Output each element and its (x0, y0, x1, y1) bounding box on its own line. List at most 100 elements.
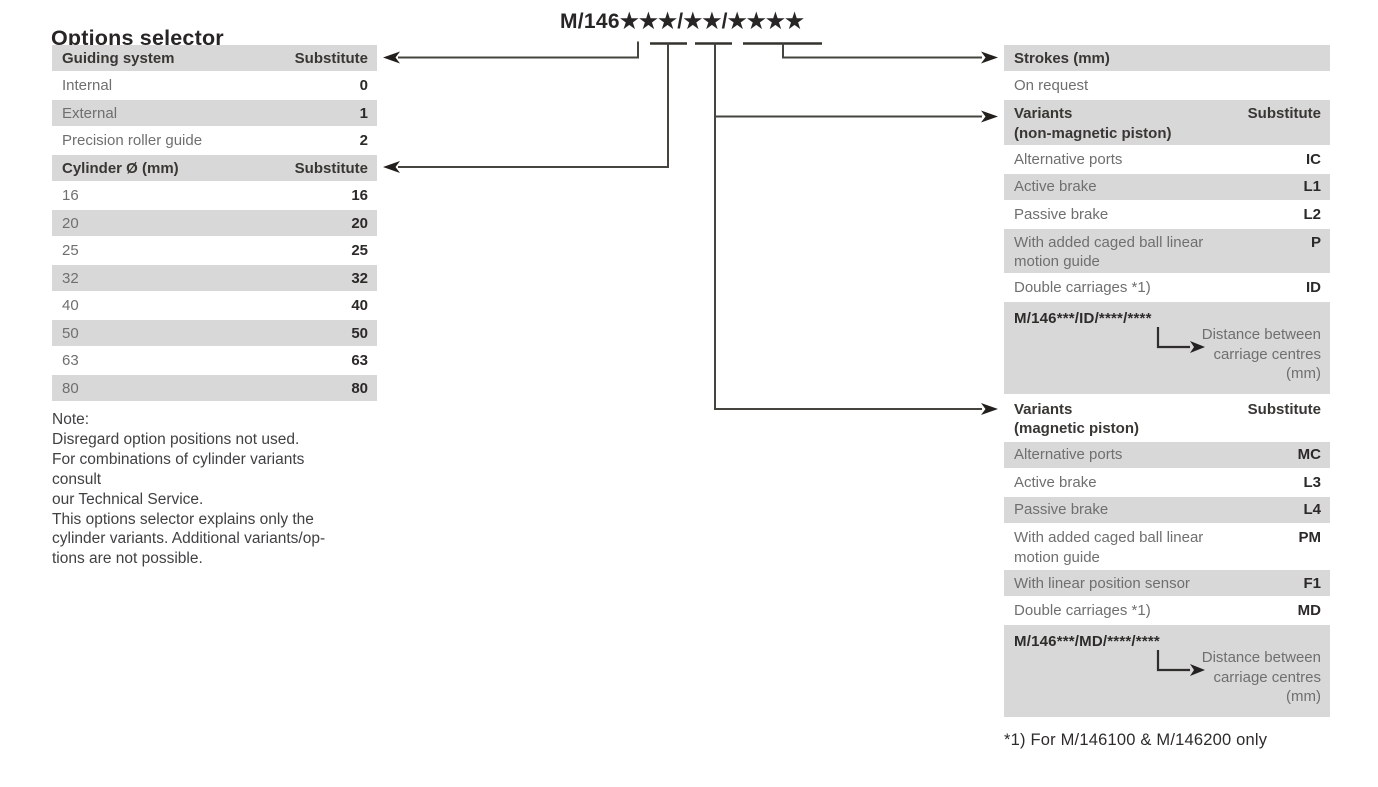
table-row: 32 32 (52, 265, 377, 291)
table-row: Internal 0 (52, 72, 377, 99)
table-row: 50 50 (52, 320, 377, 346)
table-row: On request (1004, 72, 1330, 99)
table-row: Active brake L1 (1004, 173, 1330, 200)
line-to-strokes (782, 43, 982, 59)
footnote: *1) For M/146100 & M/146200 only (1004, 731, 1268, 749)
double-carriage-code-block-id: M/146***/ID/****/**** Distance between ca… (1004, 302, 1330, 394)
row-label: On request (1014, 77, 1089, 94)
table-row: Precision roller guide 2 (52, 127, 377, 154)
row-label: Passive brake (1014, 205, 1109, 223)
table-row: With added caged ball linear motion guid… (1004, 228, 1330, 273)
row-value: P (1310, 233, 1321, 251)
note-text: Note: Disregard option positions not use… (52, 411, 326, 568)
row-value: L1 (1303, 178, 1321, 195)
row-label: 50 (62, 324, 79, 342)
row-label: Double carriages *1) (1014, 602, 1151, 619)
table-row: 25 25 (52, 237, 377, 264)
table-section-header: Cylinder Ø (mm) Substitute (52, 155, 377, 181)
row-value: 32 (351, 269, 368, 287)
arrow-left-icon (383, 161, 400, 173)
section-header-label: Variants (magnetic piston) (1014, 400, 1140, 438)
row-label: Alternative ports (1014, 150, 1123, 168)
row-label: 63 (62, 352, 79, 369)
row-value: 63 (351, 352, 368, 369)
row-value: ID (1306, 279, 1321, 296)
table-row: Double carriages *1) ID (1004, 274, 1330, 301)
row-value: 20 (351, 214, 368, 232)
row-value: 25 (351, 242, 368, 259)
corner-arrow-icon (1156, 650, 1205, 676)
row-label: 16 (62, 187, 79, 204)
arrow-right-icon (981, 110, 998, 123)
row-label: Passive brake (1014, 501, 1109, 518)
table-section-header: Variants (magnetic piston) Substitute (1004, 395, 1330, 440)
table-row: Alternative ports IC (1004, 146, 1330, 172)
table-row: External 1 (52, 100, 377, 126)
part-number-code: M/146★★★/★★/★★★★ (560, 10, 805, 33)
table-section-header: Strokes (mm) (1004, 45, 1330, 71)
row-value: 1 (359, 104, 368, 122)
row-label: Precision roller guide (62, 132, 203, 149)
row-value: PM (1298, 529, 1322, 546)
table-section-header: Guiding system Substitute (52, 45, 377, 71)
double-carriage-code-block-md: M/146***/MD/****/**** Distance between ca… (1004, 625, 1330, 717)
row-label: Internal (62, 77, 113, 94)
arrow-right-icon (981, 51, 998, 64)
row-label: 40 (62, 297, 79, 314)
table-row: With added caged ball linear motion guid… (1004, 524, 1330, 569)
block-annotation: Distance between carriage centres (mm) (1201, 326, 1321, 382)
block-code: M/146***/ID/****/**** (1014, 310, 1152, 327)
substitute-column-header: Substitute (294, 49, 368, 67)
arrow-left-icon (383, 51, 400, 64)
row-value: MD (1297, 602, 1321, 619)
row-label: With added caged ball linear motion guid… (1014, 233, 1204, 271)
row-label: Active brake (1014, 178, 1097, 195)
substitute-column-header: Substitute (1247, 105, 1321, 122)
row-label: Alternative ports (1014, 446, 1123, 463)
row-value: MC (1297, 446, 1321, 463)
table-row: Passive brake L4 (1004, 496, 1330, 523)
row-value: L2 (1303, 205, 1321, 223)
line-to-guiding-system (398, 41, 639, 59)
table-row: 40 40 (52, 292, 377, 319)
row-value: 2 (359, 132, 368, 149)
row-value: L4 (1303, 501, 1321, 518)
table-row: Active brake L3 (1004, 469, 1330, 495)
row-value: 40 (351, 297, 368, 314)
row-label: Active brake (1014, 473, 1097, 491)
section-header-label: Cylinder Ø (mm) (62, 159, 179, 177)
row-value: L3 (1303, 473, 1321, 491)
section-header-label: Strokes (mm) (1014, 49, 1110, 67)
substitute-column-header: Substitute (294, 159, 368, 177)
row-value: 50 (351, 324, 368, 342)
row-label: With added caged ball linear motion guid… (1014, 529, 1204, 566)
block-code: M/146***/MD/****/**** (1014, 633, 1160, 650)
table-row: Passive brake L2 (1004, 201, 1330, 227)
row-label: Double carriages *1) (1014, 279, 1151, 296)
table-row: 63 63 (52, 347, 377, 374)
row-label: 32 (62, 269, 79, 287)
line-to-cylinder-diameter (398, 43, 669, 168)
table-row: Double carriages *1) MD (1004, 597, 1330, 624)
table-row: Alternative ports MC (1004, 441, 1330, 468)
table-section-header: Variants (non-magnetic piston) Substitute (1004, 100, 1330, 145)
row-label: 25 (62, 242, 79, 259)
substitute-column-header: Substitute (1247, 400, 1321, 418)
section-header-label: Guiding system (62, 49, 175, 67)
row-label: External (62, 104, 118, 122)
row-value: F1 (1303, 574, 1321, 592)
row-value: 16 (351, 187, 368, 204)
table-row: With linear position sensor F1 (1004, 570, 1330, 596)
section-header-label: Variants (non-magnetic piston) (1014, 105, 1172, 142)
arrow-right-icon (981, 403, 998, 415)
row-value: 0 (359, 77, 368, 94)
row-label: With linear position sensor (1014, 574, 1190, 592)
block-annotation: Distance between carriage centres (mm) (1201, 649, 1321, 705)
row-value: IC (1306, 150, 1321, 168)
